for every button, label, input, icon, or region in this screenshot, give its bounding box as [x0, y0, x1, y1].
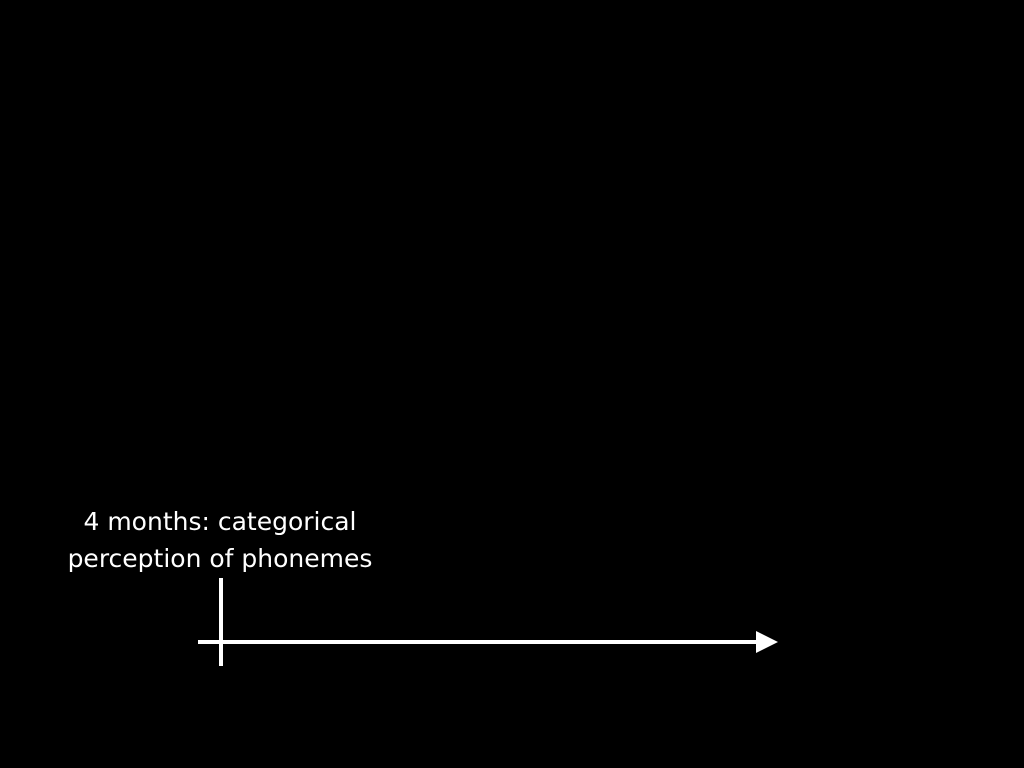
milestone-label-line-2: perception of phonemes	[67, 544, 373, 573]
milestone-label: 4 months: categorical perception of phon…	[40, 503, 400, 577]
timeline-arrowhead	[756, 631, 778, 653]
milestone-label-line-1: 4 months: categorical	[83, 507, 357, 536]
